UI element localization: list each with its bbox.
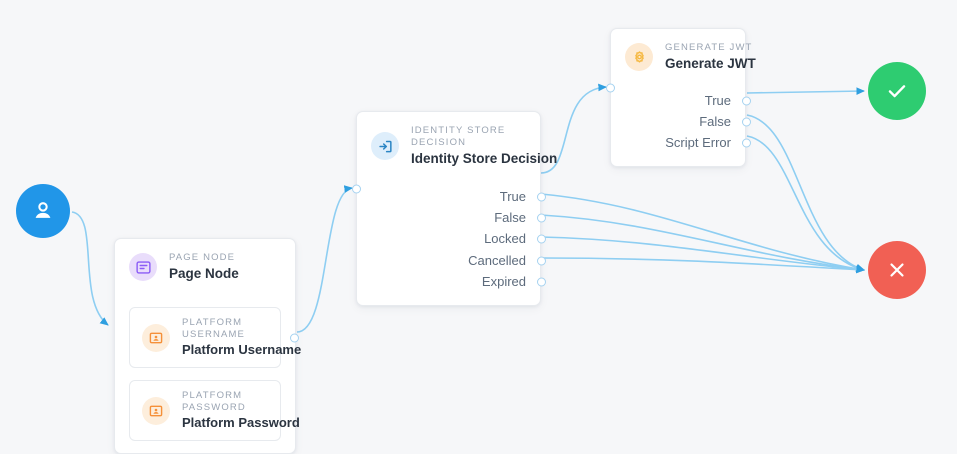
port-jwt-input[interactable]: [605, 83, 615, 93]
output-label-jwt-false: False: [699, 114, 731, 130]
platform-username-kicker: PLATFORM USERNAME: [182, 317, 246, 340]
page-node-kicker: PAGE NODE: [169, 252, 236, 263]
generate-jwt-outputs: True False Script Error: [611, 83, 751, 166]
identity-store-decision-kicker: IDENTITY STORE DECISION: [411, 125, 506, 148]
check-icon: [888, 85, 906, 98]
identity-store-decision-header: IDENTITY STORE DECISION Identity Store D…: [357, 112, 557, 178]
output-label-jwt-true: True: [704, 92, 731, 108]
node-page-node[interactable]: PAGE NODE Page Node PLATFORM USERNAME Pl…: [114, 238, 301, 454]
field-platform-password[interactable]: PLATFORM PASSWORD Platform Password: [129, 380, 300, 441]
gear-glyph: [634, 50, 644, 63]
port-identity-true[interactable]: [536, 192, 546, 202]
platform-username-title: Platform Username: [182, 342, 302, 357]
port-page-node-output[interactable]: [290, 333, 299, 342]
output-label-jwt-script-error: Script Error: [665, 135, 731, 151]
id-card-icon: [142, 396, 170, 425]
sign-in-glyph: [378, 140, 392, 152]
gear-icon: [625, 43, 653, 71]
port-identity-cancelled[interactable]: [536, 256, 546, 266]
port-identity-input[interactable]: [351, 184, 361, 194]
output-row-jwt-script-error[interactable]: Script Error: [611, 133, 751, 154]
user-icon: [35, 202, 51, 218]
output-row-false[interactable]: False: [357, 207, 546, 228]
output-label-locked: Locked: [484, 231, 526, 247]
node-generate-jwt[interactable]: GENERATE JWT Generate JWT True False Scr…: [605, 28, 756, 168]
port-jwt-script-error[interactable]: [741, 138, 751, 148]
node-identity-store-decision[interactable]: IDENTITY STORE DECISION Identity Store D…: [351, 111, 557, 306]
platform-password-title: Platform Password: [182, 415, 300, 430]
output-row-true[interactable]: True: [357, 186, 546, 207]
platform-password-kicker: PLATFORM PASSWORD: [182, 390, 246, 413]
port-jwt-false[interactable]: [741, 117, 751, 127]
success-node[interactable]: [868, 62, 926, 120]
generate-jwt-header: GENERATE JWT Generate JWT: [611, 29, 756, 83]
id-card-glyph: [149, 332, 163, 343]
failure-node[interactable]: [868, 241, 926, 299]
x-icon: [890, 263, 904, 277]
output-row-locked[interactable]: Locked: [357, 229, 546, 250]
output-label-true: True: [499, 188, 526, 204]
generate-jwt-title: Generate JWT: [665, 56, 756, 71]
output-label-expired: Expired: [481, 274, 526, 290]
page-node-header: PAGE NODE Page Node: [115, 239, 295, 293]
page-node-icon: [129, 253, 157, 281]
document-lines-icon: [135, 260, 151, 274]
id-card-glyph: [149, 405, 163, 416]
output-label-cancelled: Cancelled: [468, 252, 526, 268]
page-node-title: Page Node: [169, 266, 239, 281]
port-identity-false[interactable]: [536, 213, 546, 223]
output-row-expired[interactable]: Expired: [357, 272, 546, 293]
start-node[interactable]: [16, 184, 70, 238]
port-identity-expired[interactable]: [536, 277, 546, 287]
output-row-jwt-false[interactable]: False: [611, 111, 751, 132]
port-jwt-true[interactable]: [741, 96, 751, 106]
output-row-jwt-true[interactable]: True: [611, 90, 751, 111]
field-platform-username[interactable]: PLATFORM USERNAME Platform Username: [129, 307, 301, 368]
output-row-cancelled[interactable]: Cancelled: [357, 250, 546, 271]
id-card-icon: [142, 323, 170, 352]
generate-jwt-kicker: GENERATE JWT: [665, 42, 753, 53]
output-label-false: False: [494, 210, 526, 226]
login-arrow-icon: [371, 132, 399, 160]
identity-store-decision-title: Identity Store Decision: [411, 151, 558, 166]
port-identity-locked[interactable]: [536, 234, 546, 244]
identity-store-decision-outputs: True False Locked Cancelled Expired: [357, 178, 546, 305]
